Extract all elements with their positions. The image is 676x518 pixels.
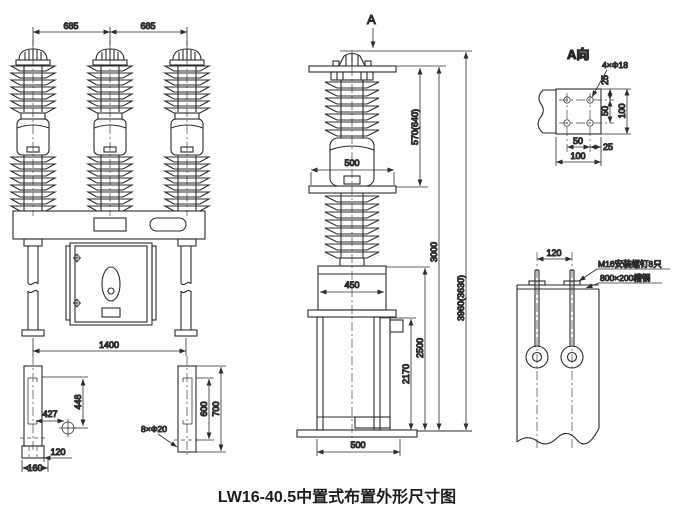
dim-570-640: 570(640) bbox=[410, 109, 420, 145]
upper-insulator bbox=[308, 80, 397, 194]
dim-427: 427 bbox=[42, 409, 57, 419]
note-m16-bolts: M16安装螺钉8只 bbox=[598, 259, 662, 269]
dim-600: 600 bbox=[199, 401, 209, 416]
front-width-dimension bbox=[32, 338, 187, 356]
dim-100-vertical: 100 bbox=[617, 103, 627, 118]
a-direction-view: A向 4×Φ18 25 50 100 50 bbox=[537, 46, 631, 166]
a-view-title: A向 bbox=[567, 47, 589, 62]
flange-width-dimension bbox=[310, 167, 395, 185]
vertical-dimensions bbox=[340, 50, 472, 430]
dim-100-horizontal: 100 bbox=[570, 151, 585, 161]
view-arrow-a: A bbox=[367, 12, 376, 27]
dim-2500: 2500 bbox=[415, 338, 425, 358]
right-leg-detail: 600 700 8×Φ20 bbox=[140, 356, 226, 456]
height-dimensions bbox=[196, 365, 226, 453]
lower-insulator bbox=[324, 193, 380, 267]
top-terminal bbox=[308, 52, 397, 81]
mechanism-tank bbox=[307, 265, 397, 318]
frame-beam bbox=[12, 210, 206, 240]
terminal-pad bbox=[555, 88, 602, 135]
dim-2170: 2170 bbox=[401, 364, 411, 384]
dim-25-top: 25 bbox=[600, 75, 610, 85]
hinge-top bbox=[73, 253, 81, 263]
left-leg-detail: 427 448 120 160 bbox=[20, 356, 88, 474]
foundation-view: 120 M16安装螺钉8只 800×200槽钢 bbox=[516, 247, 670, 448]
channel-profile bbox=[182, 377, 193, 425]
base-width-dimension bbox=[316, 439, 401, 456]
foundation-leaders bbox=[578, 268, 670, 289]
dim-500-bottom: 500 bbox=[350, 440, 365, 450]
pad-holes bbox=[563, 96, 594, 127]
dim-450: 450 bbox=[344, 280, 359, 290]
mid-flange-plate bbox=[308, 185, 397, 194]
pad-centerlines bbox=[559, 93, 614, 152]
dim-685-right: 685 bbox=[140, 21, 155, 31]
base-plate bbox=[296, 429, 418, 438]
door-handle bbox=[101, 266, 121, 302]
note-8xphi20: 8×Φ20 bbox=[141, 424, 167, 434]
side-view: A 500 bbox=[296, 11, 472, 456]
dim-120-bolts: 120 bbox=[546, 248, 561, 258]
dim-685-left: 685 bbox=[63, 21, 78, 31]
control-cabinet bbox=[65, 242, 157, 326]
drawing-caption: LW16-40.5中置式布置外形尺寸图 bbox=[218, 487, 456, 506]
dim-3000: 3000 bbox=[429, 242, 439, 262]
bolt-centerlines bbox=[536, 252, 573, 448]
pad-dimensions bbox=[555, 88, 631, 166]
hinge-bottom bbox=[73, 298, 81, 308]
note-4xphi18: 4×Φ18 bbox=[602, 60, 628, 70]
dim-700: 700 bbox=[211, 401, 221, 416]
dim-50-vertical: 50 bbox=[600, 106, 610, 116]
broken-conductor bbox=[537, 89, 556, 134]
front-view: 685 685 bbox=[11, 20, 209, 356]
dim-160-foot: 160 bbox=[27, 463, 42, 473]
dim-3960-3630: 3960(3630) bbox=[456, 275, 466, 321]
dim-50-horizontal: 50 bbox=[573, 136, 583, 146]
channel-profile bbox=[27, 377, 38, 425]
note-channel-steel: 800×200槽钢 bbox=[600, 273, 650, 283]
front-spacing-dimension bbox=[32, 27, 188, 46]
concrete-slab bbox=[516, 284, 600, 445]
dim-1400: 1400 bbox=[99, 340, 119, 350]
dim-120-foot: 120 bbox=[50, 447, 65, 457]
pole-centerlines bbox=[32, 40, 188, 216]
hole-position-dimensions bbox=[21, 376, 88, 472]
support-frame-side bbox=[296, 316, 472, 438]
support-legs bbox=[21, 238, 198, 337]
dim-25-right: 25 bbox=[603, 142, 613, 152]
dim-500-top: 500 bbox=[344, 158, 359, 168]
dim-448: 448 bbox=[73, 394, 83, 409]
